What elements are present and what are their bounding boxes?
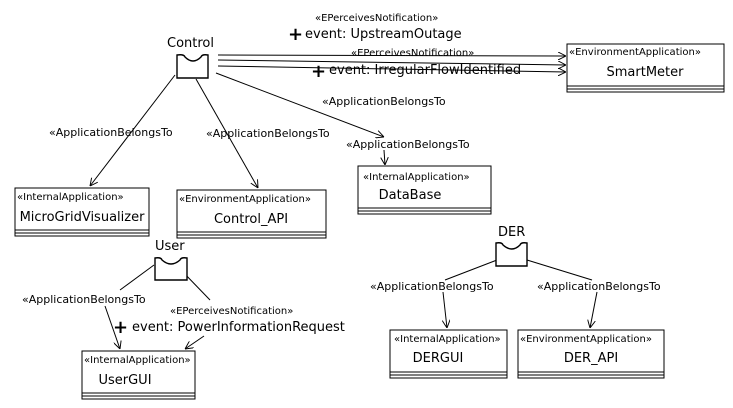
- edge-control-database: [215, 72, 384, 137]
- label-belongs-database: «ApplicationBelongsTo: [346, 138, 470, 151]
- label-perceives-upstream: «EPerceivesNotification»: [315, 13, 438, 24]
- label-perceives-power: «EPerceivesNotification»: [170, 306, 293, 317]
- plus-icon: +: [311, 61, 326, 82]
- edge-control-smartmeter-irregular: [217, 59, 566, 65]
- role-der-label: DER: [498, 225, 525, 240]
- role-user-label: User: [155, 239, 185, 254]
- edge-der-derapi-tail: [590, 291, 598, 328]
- app-microgrid-name: MicroGridVisualizer: [20, 210, 146, 225]
- app-usergui-stereotype: «InternalApplication»: [84, 355, 191, 366]
- label-belongs-usergui: «ApplicationBelongsTo: [22, 293, 146, 306]
- app-der-api[interactable]: «EnvironmentApplication» DER_API: [517, 329, 665, 379]
- edge-der-derapi: [526, 259, 593, 281]
- label-event-power: event: PowerInformationRequest: [132, 320, 345, 335]
- app-control-api-name: Control_API: [214, 212, 288, 227]
- app-dergui[interactable]: «InternalApplication» DERGUI: [389, 329, 508, 379]
- app-smartmeter-stereotype: «EnvironmentApplication»: [569, 47, 701, 58]
- app-database-name: DataBase: [379, 188, 442, 203]
- app-smartmeter[interactable]: «EnvironmentApplication» SmartMeter: [566, 43, 725, 93]
- role-control-icon[interactable]: [176, 54, 209, 79]
- edge-der-dergui: [444, 259, 498, 281]
- edge-control-database-tail: [384, 149, 385, 165]
- app-microgrid[interactable]: «InternalApplication» MicroGridVisualize…: [14, 187, 150, 237]
- edge-der-dergui-tail: [443, 291, 447, 328]
- label-belongs-microgrid: «ApplicationBelongsTo: [49, 126, 173, 139]
- role-control-label: Control: [167, 36, 214, 51]
- app-database-stereotype: «InternalApplication»: [363, 172, 470, 183]
- app-database[interactable]: «InternalApplication» DataBase: [357, 165, 492, 215]
- role-der-icon[interactable]: [495, 242, 528, 267]
- label-belongs-controlapi: «ApplicationBelongsTo: [206, 127, 330, 140]
- edge-control-controlapi: [195, 78, 258, 188]
- app-der-api-stereotype: «EnvironmentApplication»: [520, 334, 652, 345]
- app-dergui-name: DERGUI: [413, 351, 464, 366]
- app-usergui[interactable]: «InternalApplication» UserGUI: [81, 350, 196, 400]
- app-control-api[interactable]: «EnvironmentApplication» Control_API: [176, 189, 327, 239]
- app-control-api-stereotype: «EnvironmentApplication»: [179, 194, 311, 205]
- edge-control-smartmeter-belongs: [217, 65, 566, 72]
- app-smartmeter-name: SmartMeter: [607, 65, 685, 80]
- edge-control-smartmeter-upstream: [217, 55, 566, 56]
- edge-user-usergui-perceives-tail: [185, 335, 205, 349]
- edge-user-usergui-belongs: [119, 264, 155, 291]
- label-event-irregular: event: IrregularFlowIdentified: [329, 63, 521, 78]
- edge-user-usergui-belongs-tail: [104, 305, 120, 349]
- label-belongs-derapi: «ApplicationBelongsTo: [537, 280, 661, 293]
- plus-icon: +: [113, 317, 128, 338]
- role-user-icon[interactable]: [154, 257, 188, 281]
- app-microgrid-stereotype: «InternalApplication»: [17, 192, 124, 203]
- label-perceives-irregular: «EPerceivesNotification»: [351, 48, 474, 59]
- app-usergui-name: UserGUI: [98, 373, 151, 388]
- app-der-api-name: DER_API: [564, 351, 618, 366]
- label-belongs-smartmeter: «ApplicationBelongsTo: [322, 95, 446, 108]
- app-dergui-stereotype: «InternalApplication»: [394, 334, 501, 345]
- label-event-upstream: event: UpstreamOutage: [305, 27, 462, 42]
- plus-icon: +: [288, 24, 303, 45]
- label-belongs-dergui: «ApplicationBelongsTo: [370, 280, 494, 293]
- edge-control-microgrid: [90, 74, 176, 186]
